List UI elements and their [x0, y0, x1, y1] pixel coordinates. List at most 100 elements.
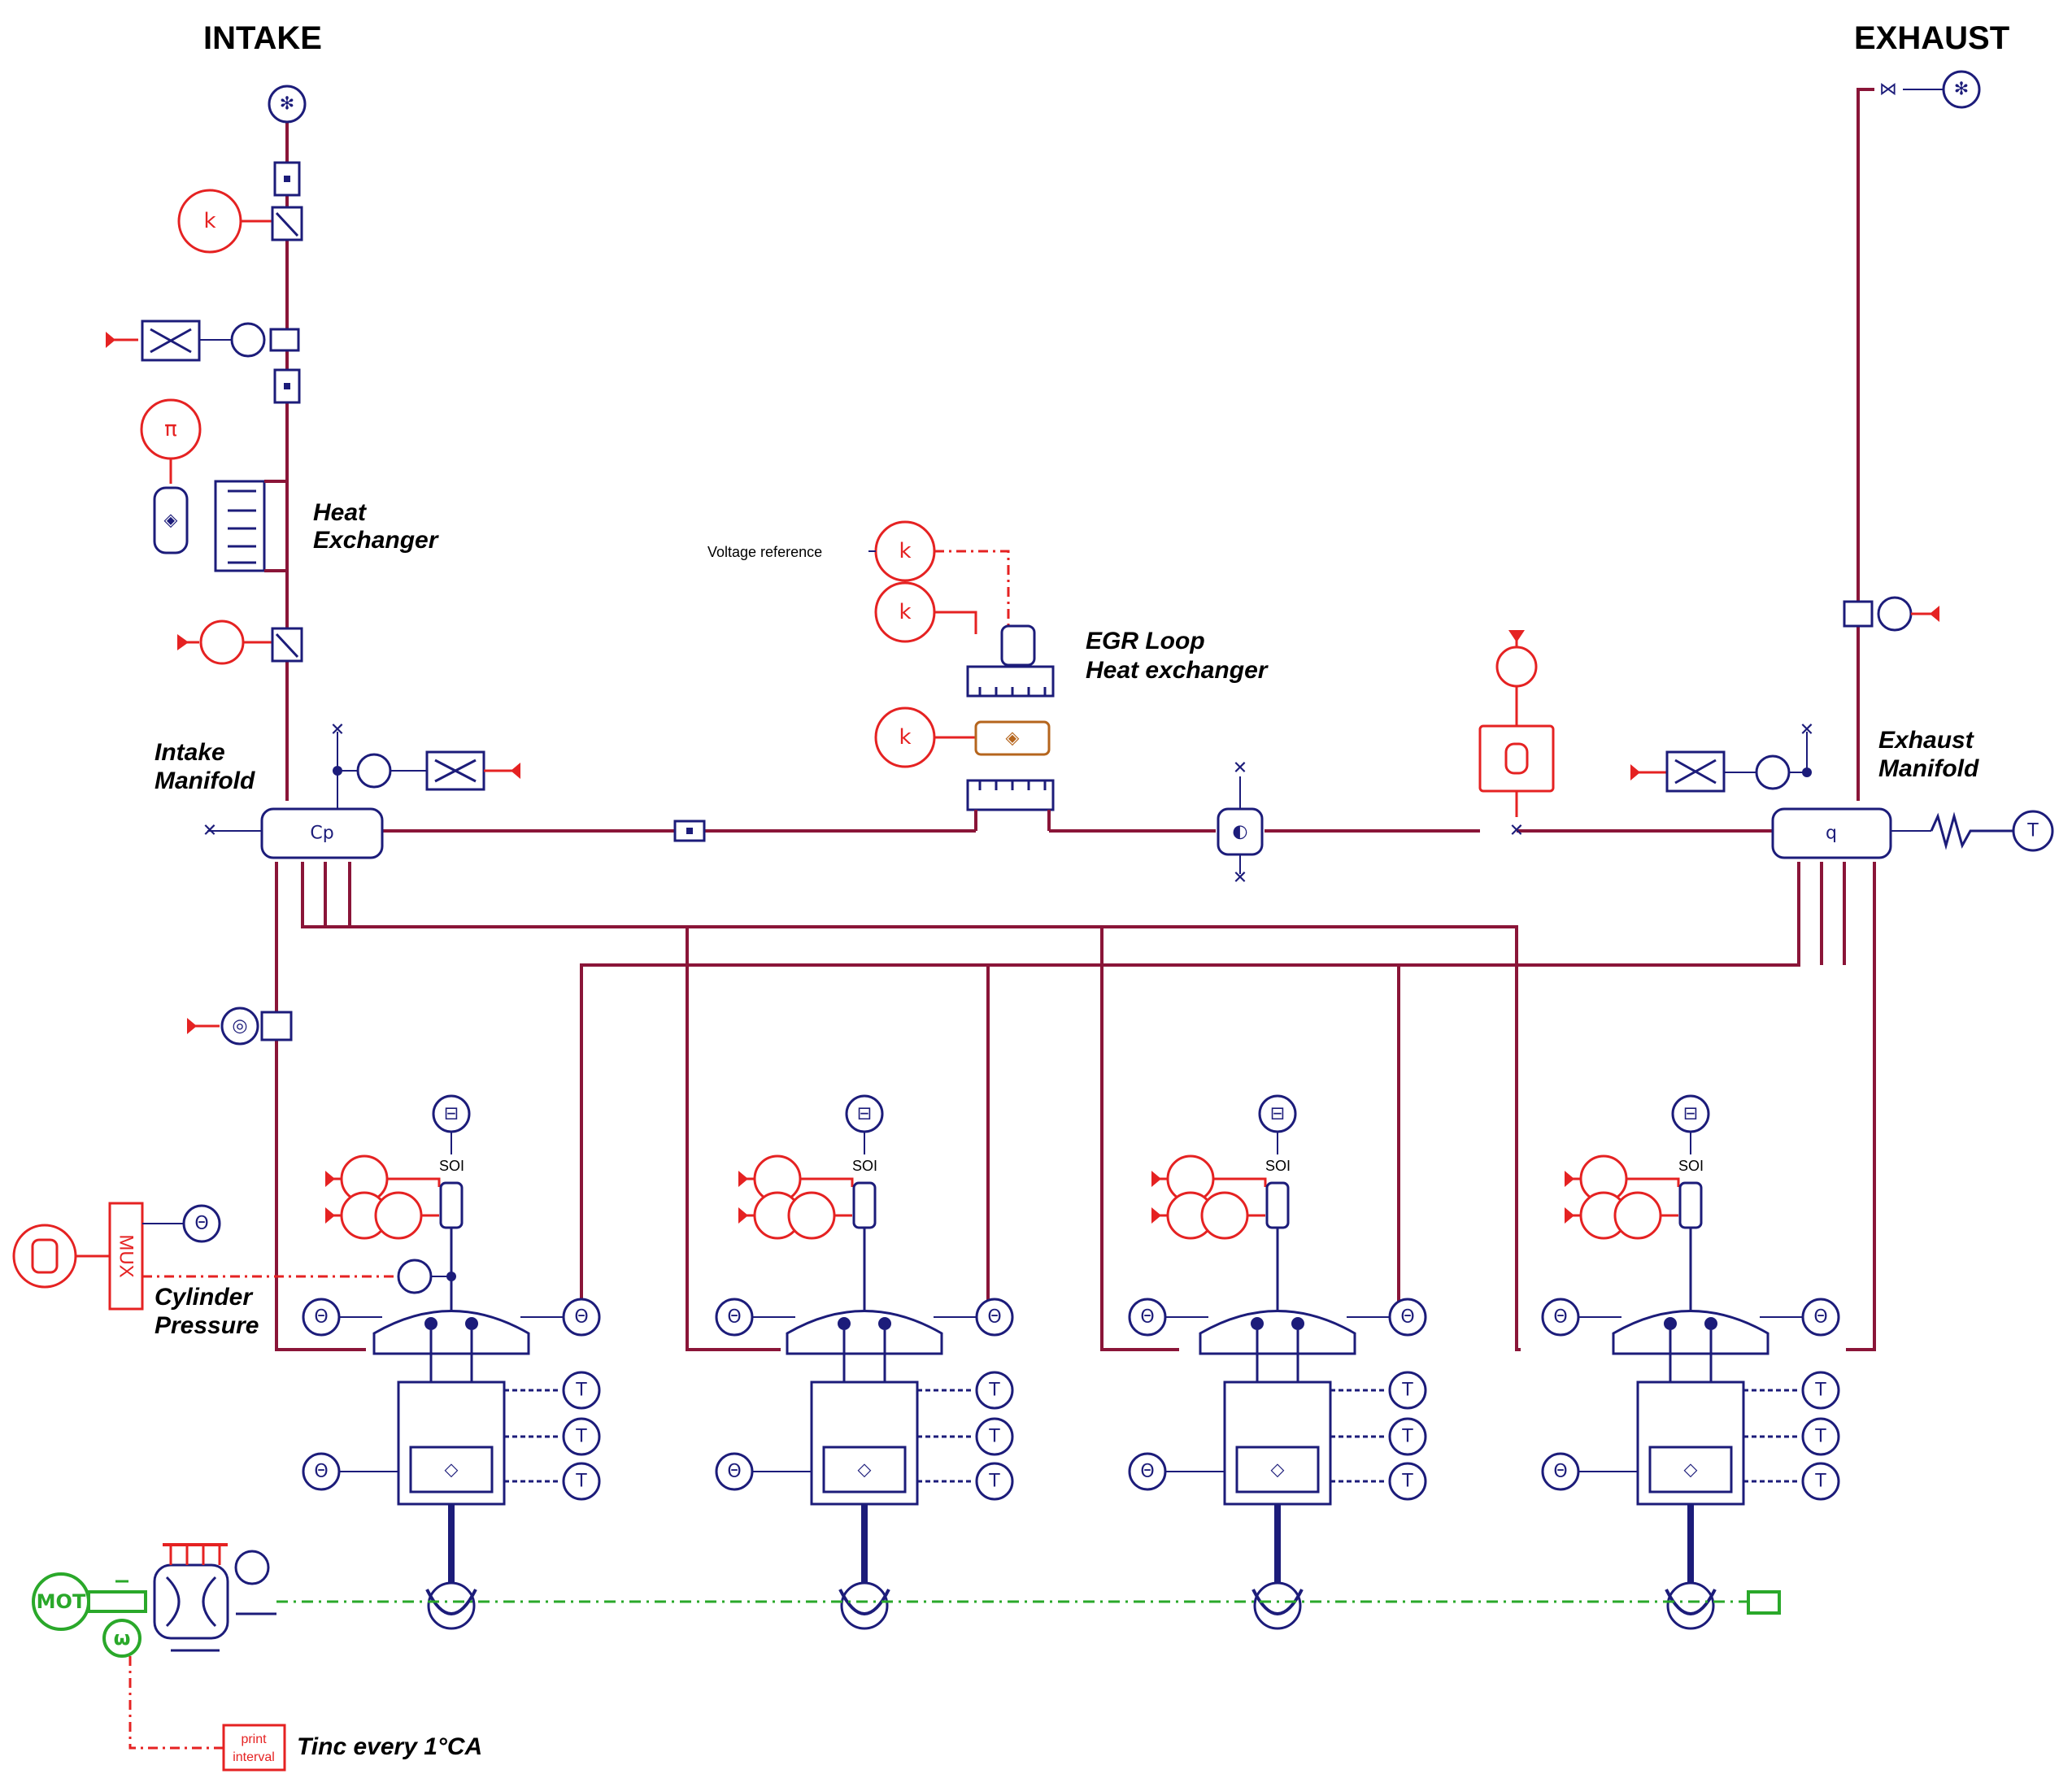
cylinder-1-head-icon[interactable] — [372, 1310, 530, 1355]
egr-cooler-bottom-icon[interactable] — [966, 779, 1055, 811]
svg-text:◎: ◎ — [232, 1016, 247, 1037]
cylinder-2-head-temp-icon[interactable] — [975, 1371, 1014, 1410]
svg-text:✻: ✻ — [1954, 80, 1969, 100]
cylinder-3-head-temp-icon[interactable] — [1388, 1371, 1427, 1410]
egr-cooler-core-icon[interactable] — [974, 720, 1051, 756]
junction-icon[interactable] — [269, 328, 300, 352]
svg-text:◇: ◇ — [1684, 1460, 1698, 1480]
heat-exchanger-icon[interactable] — [214, 480, 266, 572]
svg-text:T: T — [1401, 1472, 1413, 1492]
ambient-outlet-icon[interactable] — [1942, 70, 1981, 109]
svg-text:◇: ◇ — [858, 1460, 872, 1480]
cylinder-1-liner-temp-icon[interactable] — [562, 1417, 601, 1456]
intake-runner-4 — [301, 862, 1521, 1351]
svg-text:EGR Loop: EGR Loop — [1086, 628, 1205, 654]
egr-controller-icon[interactable] — [1478, 724, 1555, 793]
voltage-reference-label: Voltage reference — [707, 544, 822, 560]
svg-text:MOT: MOT — [37, 1590, 86, 1613]
load-sensor-icon[interactable] — [234, 1550, 270, 1585]
pipe-segment-2-icon[interactable] — [273, 368, 301, 404]
svg-text:Θ: Θ — [314, 1307, 328, 1328]
cylinder-2-liner-temp-icon[interactable] — [975, 1417, 1014, 1456]
svg-text:✕: ✕ — [1233, 868, 1247, 889]
cylinder-4-head-icon[interactable] — [1612, 1310, 1769, 1355]
svg-text:T: T — [575, 1427, 587, 1447]
exhaust-manifold-icon[interactable] — [1771, 807, 1892, 859]
manifold-pressure-sensor-icon[interactable] — [356, 753, 392, 789]
svg-text:⊟: ⊟ — [1683, 1104, 1698, 1124]
crankshaft-group: MOT ω print interval Tinc every 1°CA — [32, 1543, 1781, 1772]
intake-runner-sensor: ◎ — [187, 1007, 293, 1046]
svg-text:k: k — [203, 209, 215, 233]
print-interval-block[interactable] — [222, 1724, 286, 1772]
egr-valve-group: ✕ ◐ ✕ ✕ — [1217, 630, 1555, 889]
cylinder-pressure-sensor-icon[interactable] — [397, 1259, 433, 1294]
svg-text:Θ: Θ — [727, 1462, 741, 1482]
svg-text:T: T — [1814, 1472, 1826, 1492]
svg-text:T: T — [2026, 821, 2039, 841]
speed-sensor-icon[interactable] — [102, 1619, 141, 1658]
exhaust-sensor-icon[interactable] — [1877, 596, 1913, 632]
svg-text:T: T — [988, 1427, 1000, 1447]
cylinder-4-piston-temp-icon[interactable] — [1801, 1462, 1840, 1501]
flywheel-icon[interactable] — [153, 1563, 229, 1640]
cylinder-3-piston-icon[interactable] — [1235, 1446, 1320, 1494]
cylinder-4-head-temp-icon[interactable] — [1801, 1371, 1840, 1410]
exhaust-temperature-icon[interactable] — [2012, 810, 2054, 852]
cylinder-1-injector-icon[interactable] — [439, 1181, 464, 1229]
svg-text:Θ: Θ — [727, 1307, 741, 1328]
cylinder-3-crank-icon[interactable] — [1253, 1581, 1302, 1630]
svg-text:q: q — [1826, 824, 1837, 844]
cylinder-3-injector-icon[interactable] — [1265, 1181, 1290, 1229]
heat-exchanger-label-2: Exchanger — [313, 527, 440, 554]
cylinder-4-injector-icon[interactable] — [1678, 1181, 1703, 1229]
egr-valve-actuator-icon[interactable] — [1000, 624, 1036, 667]
cylinder-1-crank-icon[interactable] — [427, 1581, 476, 1630]
egr-cooler-top-icon[interactable] — [966, 665, 1055, 698]
cylinder-4-crank-icon[interactable] — [1666, 1581, 1715, 1630]
cylinder-2-piston-icon[interactable] — [822, 1446, 907, 1494]
runner-junction-icon[interactable] — [260, 1011, 293, 1041]
cylinder-1-piston-temp-icon[interactable] — [562, 1462, 601, 1501]
exhaust-orifice-icon[interactable] — [1665, 750, 1726, 793]
cylinder-3-head-icon[interactable] — [1199, 1310, 1356, 1355]
svg-text:Θ: Θ — [1400, 1307, 1414, 1328]
cylinder-4-piston-icon[interactable] — [1648, 1446, 1733, 1494]
cylinder-2-piston-temp-icon[interactable] — [975, 1462, 1014, 1501]
exhaust-manifold-sensor-icon[interactable] — [1755, 754, 1791, 790]
svg-text:⊟: ⊟ — [1270, 1104, 1285, 1124]
flow-sensor-icon[interactable] — [230, 322, 266, 358]
svg-text:T: T — [575, 1472, 587, 1492]
cylinder-2-head-icon[interactable] — [786, 1310, 943, 1355]
cylinder-3-liner-temp-icon[interactable] — [1388, 1417, 1427, 1456]
svg-text:◈: ◈ — [1006, 728, 1020, 749]
cylinder-1-head-temp-icon[interactable] — [562, 1371, 601, 1410]
exhaust-header: EXHAUST — [1854, 20, 2009, 56]
mux-block[interactable] — [108, 1202, 144, 1311]
runner-flow-sensor-icon[interactable] — [220, 1007, 259, 1046]
pressure-monitor-icon[interactable] — [12, 1224, 77, 1289]
ambient-inlet-icon[interactable] — [268, 85, 307, 124]
shaft-end-icon[interactable] — [1747, 1590, 1781, 1615]
signal-source-icon[interactable] — [199, 620, 245, 665]
mux-input-sensor-icon[interactable] — [182, 1204, 221, 1243]
heat-exchanger-coolant-icon[interactable] — [153, 486, 189, 554]
svg-text:Θ: Θ — [574, 1307, 588, 1328]
svg-text:ω: ω — [114, 1627, 131, 1650]
svg-text:Θ: Θ — [194, 1214, 208, 1234]
cylinder-2-crank-icon[interactable] — [840, 1581, 889, 1630]
svg-text:Θ: Θ — [1813, 1307, 1827, 1328]
svg-text:◇: ◇ — [1271, 1460, 1285, 1480]
exhaust-runner-3 — [1397, 862, 1846, 1317]
exhaust-junction-icon[interactable] — [1843, 600, 1874, 628]
cylinder-1-piston-icon[interactable] — [409, 1446, 494, 1494]
exhaust-runner-4 — [1846, 862, 1876, 1351]
pipes — [275, 88, 1876, 1351]
egr-flow-valve-icon[interactable]: ✕ — [1509, 821, 1524, 841]
intake-manifold-icon[interactable] — [260, 807, 384, 859]
cylinder-3-piston-temp-icon[interactable] — [1388, 1462, 1427, 1501]
cylinder-2-injector-icon[interactable] — [852, 1181, 877, 1229]
svg-text:interval: interval — [233, 1750, 275, 1764]
cylinder-4-liner-temp-icon[interactable] — [1801, 1417, 1840, 1456]
egr-command-source-icon[interactable] — [1495, 646, 1538, 688]
